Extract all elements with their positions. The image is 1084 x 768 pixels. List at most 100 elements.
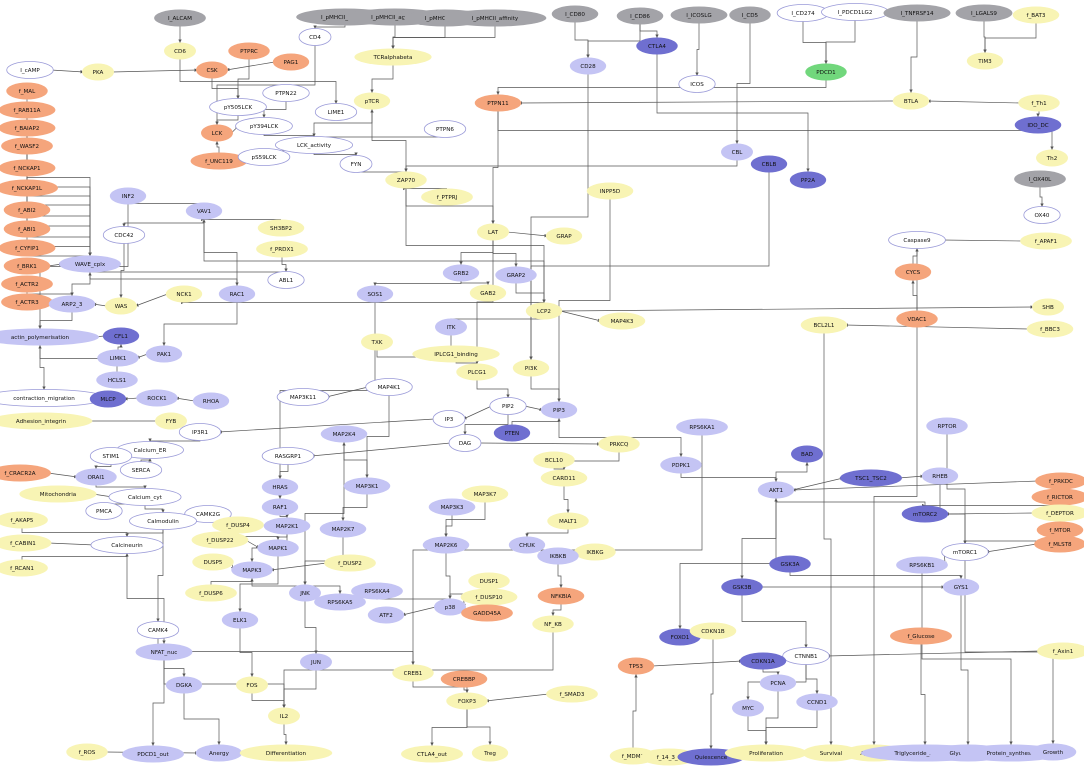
node-GSK3A[interactable]: GSK3A	[769, 555, 811, 573]
node-MAP3K11[interactable]: MAP3K11	[276, 388, 330, 406]
node-f_UNC119[interactable]: f_UNC119	[190, 152, 248, 170]
node-CTLA4[interactable]: CTLA4	[636, 37, 678, 55]
node-f_DUSP10[interactable]: f_DUSP10	[460, 588, 518, 606]
node-RHOA[interactable]: RHOA	[192, 392, 230, 410]
node-f_RCAN1[interactable]: f_RCAN1	[0, 559, 48, 577]
node-TCRalphabeta[interactable]: TCRalphabeta	[354, 48, 432, 66]
node-SERCA[interactable]: SERCA	[119, 461, 163, 479]
node-f_DUSP6[interactable]: f_DUSP6	[185, 584, 237, 602]
node-LIME1[interactable]: LIME1	[314, 103, 358, 121]
node-HRAS[interactable]: HRAS	[261, 478, 299, 496]
node-Adhesion_integrin[interactable]: Adhesion_integrin	[0, 412, 93, 430]
node-MLCP[interactable]: MLCP	[89, 390, 127, 408]
node-TXK[interactable]: TXK	[361, 333, 393, 351]
node-PIP3[interactable]: PIP3	[540, 401, 578, 419]
node-f_ACTR2[interactable]: f_ACTR2	[1, 275, 53, 293]
node-f_RICTOR[interactable]: f_RICTOR	[1031, 488, 1084, 506]
node-BTLA[interactable]: BTLA	[892, 92, 930, 110]
node-TSC1_TSC2[interactable]: TSC1_TSC2	[840, 469, 902, 487]
node-mTORC1[interactable]: mTORC1	[941, 543, 989, 561]
node-CD28[interactable]: CD28	[569, 57, 607, 75]
node-f_DEPTOR[interactable]: f_DEPTOR	[1031, 504, 1084, 522]
node-f_WASF2[interactable]: f_WASF2	[1, 137, 53, 155]
node-FYB[interactable]: FYB	[155, 412, 187, 430]
node-f_RAB11A[interactable]: f_RAB11A	[0, 101, 56, 119]
node-MAP2K7[interactable]: MAP2K7	[319, 520, 367, 538]
node-f_NCKAP1L[interactable]: f_NCKAP1L	[0, 179, 58, 197]
node-DAG[interactable]: DAG	[448, 434, 482, 452]
node-Calcium_cyt[interactable]: Calcium_cyt	[108, 488, 182, 506]
node-f_SMAD3[interactable]: f_SMAD3	[546, 685, 598, 703]
node-f_BAIAP2[interactable]: f_BAIAP2	[0, 119, 56, 137]
node-CD6[interactable]: CD6	[164, 42, 196, 60]
node-f_NCKAP1[interactable]: f_NCKAP1	[0, 159, 56, 177]
node-NFAT_nuc[interactable]: NFAT_nuc	[135, 643, 193, 661]
node-f_PRDX1[interactable]: f_PRDX1	[256, 240, 308, 258]
node-PAK1[interactable]: PAK1	[145, 345, 183, 363]
node-f_ROS[interactable]: f_ROS	[66, 743, 108, 761]
node-DUSP5[interactable]: DUSP5	[192, 553, 234, 571]
node-pY505LCK[interactable]: pY505LCK	[209, 98, 267, 116]
node-f_PTPRJ[interactable]: f_PTPRJ	[421, 188, 473, 206]
node-VDAC1[interactable]: VDAC1	[896, 310, 938, 328]
node-contraction_migration[interactable]: contraction_migration	[0, 389, 106, 407]
node-SHB[interactable]: SHB	[1032, 298, 1064, 316]
node-PMCA[interactable]: PMCA	[85, 502, 123, 520]
node-IP3R1[interactable]: IP3R1	[178, 423, 222, 441]
node-PDPK1[interactable]: PDPK1	[660, 456, 702, 474]
node-f_BRK1[interactable]: f_BRK1	[3, 257, 51, 275]
node-Differentiation[interactable]: Differentiation	[239, 744, 333, 762]
node-CBLB[interactable]: CBLB	[750, 155, 788, 173]
node-IPLCG1_binding[interactable]: IPLCG1_binding	[412, 345, 500, 363]
node-CDC42[interactable]: CDC42	[102, 226, 146, 244]
node-PTPN22[interactable]: PTPN22	[262, 84, 310, 102]
node-MAP2K1[interactable]: MAP2K1	[263, 517, 311, 535]
node-IKBKG[interactable]: IKBKG	[574, 543, 616, 561]
node-pY394LCK[interactable]: pY394LCK	[235, 117, 293, 135]
node-JNK[interactable]: JNK	[289, 584, 321, 602]
node-I_LGALS9[interactable]: I_LGALS9	[955, 4, 1013, 22]
node-PTPN11[interactable]: PTPN11	[474, 94, 522, 112]
node-TIM3[interactable]: TIM3	[966, 52, 1004, 70]
node-RAC1[interactable]: RAC1	[218, 285, 256, 303]
node-Mitochondria[interactable]: Mitochondria	[19, 485, 97, 503]
node-PKA[interactable]: PKA	[82, 63, 114, 81]
node-PDCD1[interactable]: PDCD1	[805, 63, 847, 81]
node-CARD11[interactable]: CARD11	[540, 469, 588, 487]
node-ABL1[interactable]: ABL1	[267, 271, 305, 289]
node-CSK[interactable]: CSK	[196, 61, 228, 79]
node-ORAI1[interactable]: ORAI1	[75, 468, 117, 486]
node-f_CABIN1[interactable]: f_CABIN1	[0, 534, 52, 552]
node-f_DUSP2[interactable]: f_DUSP2	[324, 554, 376, 572]
node-CYCS[interactable]: CYCS	[894, 263, 932, 281]
node-PCNA[interactable]: PCNA	[759, 674, 797, 692]
node-PP2A[interactable]: PP2A	[789, 171, 827, 189]
node-GSK3B[interactable]: GSK3B	[721, 578, 763, 596]
node-ITK[interactable]: ITK	[435, 318, 467, 336]
node-MAP4K1[interactable]: MAP4K1	[365, 378, 413, 396]
node-Survival[interactable]: Survival	[802, 744, 860, 762]
node-MAP4K3[interactable]: MAP4K3	[598, 312, 646, 330]
node-PLCG1[interactable]: PLCG1	[456, 363, 498, 381]
node-f_ACTR3[interactable]: f_ACTR3	[1, 293, 53, 311]
node-ROCK1[interactable]: ROCK1	[136, 389, 178, 407]
node-IL2[interactable]: IL2	[268, 707, 300, 725]
node-BCL10[interactable]: BCL10	[533, 451, 575, 469]
node-ZAP70[interactable]: ZAP70	[385, 171, 427, 189]
node-f_ABI1[interactable]: f_ABI1	[3, 220, 51, 238]
node-I_OX40L[interactable]: I_OX40L	[1014, 170, 1066, 188]
node-f_Axin1[interactable]: f_Axin1	[1037, 642, 1084, 660]
node-PIP2[interactable]: PIP2	[489, 397, 527, 415]
node-MAPK3[interactable]: MAPK3	[231, 561, 273, 579]
node-f_BBC3[interactable]: f_BBC3	[1026, 320, 1074, 338]
node-MAP3K3[interactable]: MAP3K3	[428, 498, 476, 516]
node-f_CRACR2A[interactable]: f_CRACR2A	[0, 464, 51, 482]
node-Th2[interactable]: Th2	[1036, 149, 1068, 167]
node-RPS6KA1[interactable]: RPS6KA1	[676, 418, 728, 436]
node-IKBKB[interactable]: IKBKB	[537, 547, 579, 565]
node-ICOS[interactable]: ICOS	[678, 75, 716, 93]
node-f_MTOR[interactable]: f_MTOR	[1036, 521, 1084, 539]
node-I_CD5[interactable]: I_CD5	[729, 6, 771, 24]
node-RASGRP1[interactable]: RASGRP1	[261, 447, 315, 465]
node-DGKA[interactable]: DGKA	[165, 676, 203, 694]
